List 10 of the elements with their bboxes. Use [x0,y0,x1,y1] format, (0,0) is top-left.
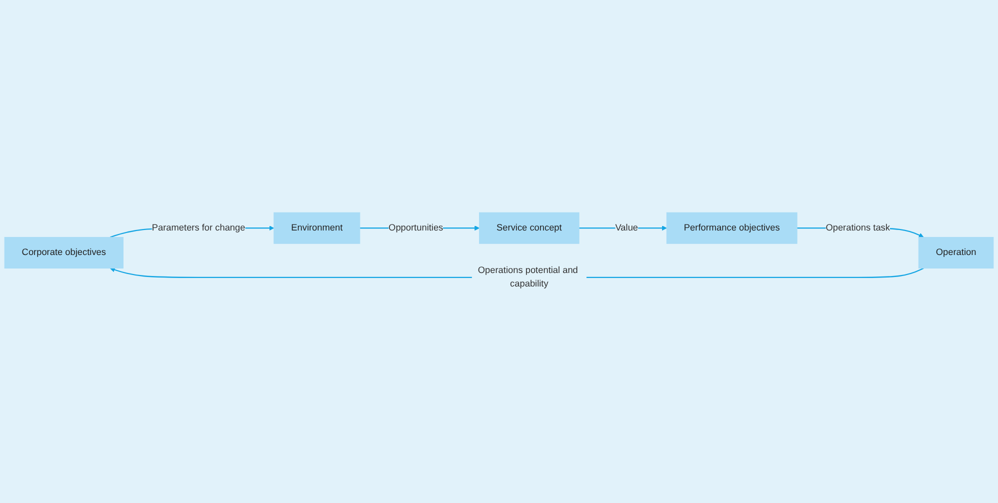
node-box: Operation [918,236,994,268]
edge-label: Operations task [826,222,890,232]
node-box: Service concept [479,212,580,244]
node-box: Performance objectives [666,212,798,244]
edge-label: Opportunities [388,222,444,232]
edge-label: Value [615,222,638,232]
edge-label: Parameters for change [152,222,246,232]
edge-label: Operations potential and capability [478,264,578,288]
node-box: Corporate objectives [4,236,124,268]
node-box: Environment [274,212,360,244]
